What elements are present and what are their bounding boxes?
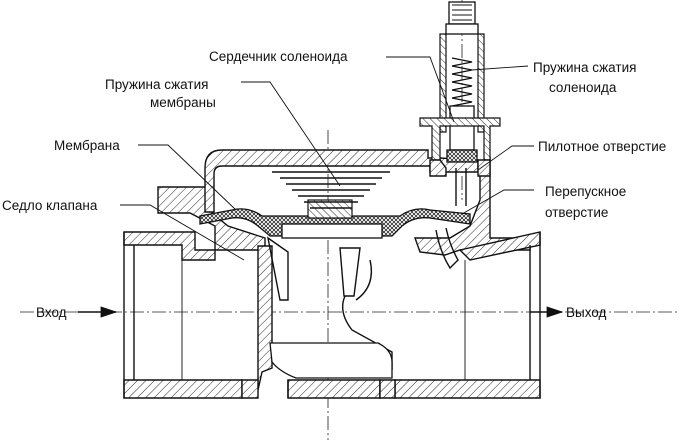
label-solenoid-spring-2: соленоида [549,80,617,95]
valve-body [123,156,541,399]
membrane-spring [272,171,390,209]
solenoid-core [449,105,475,151]
label-bypass-hole-1: Перепускное [545,184,626,199]
label-membrane-spring-1: Пружина сжатия [105,77,208,92]
solenoid-assembly [419,1,501,270]
membrane-shape [199,208,471,237]
label-membrane: Мембрана [54,138,120,153]
leader-lines [120,56,534,261]
label-outlet: Выход [566,305,607,320]
label-solenoid-spring-1: Пружина сжатия [533,60,636,75]
label-pilot-hole: Пилотное отверстие [538,139,666,154]
label-membrane-spring-2: мембраны [150,95,216,110]
valve-plug [266,236,393,379]
membrane-hub [307,199,353,219]
membrane-plate [281,223,383,239]
label-inlet: Вход [36,305,67,320]
label-bypass-hole-2: отверстие [545,205,608,220]
label-valve-seat: Седло клапана [2,198,98,213]
label-solenoid-core: Сердечник соленоида [209,49,348,64]
